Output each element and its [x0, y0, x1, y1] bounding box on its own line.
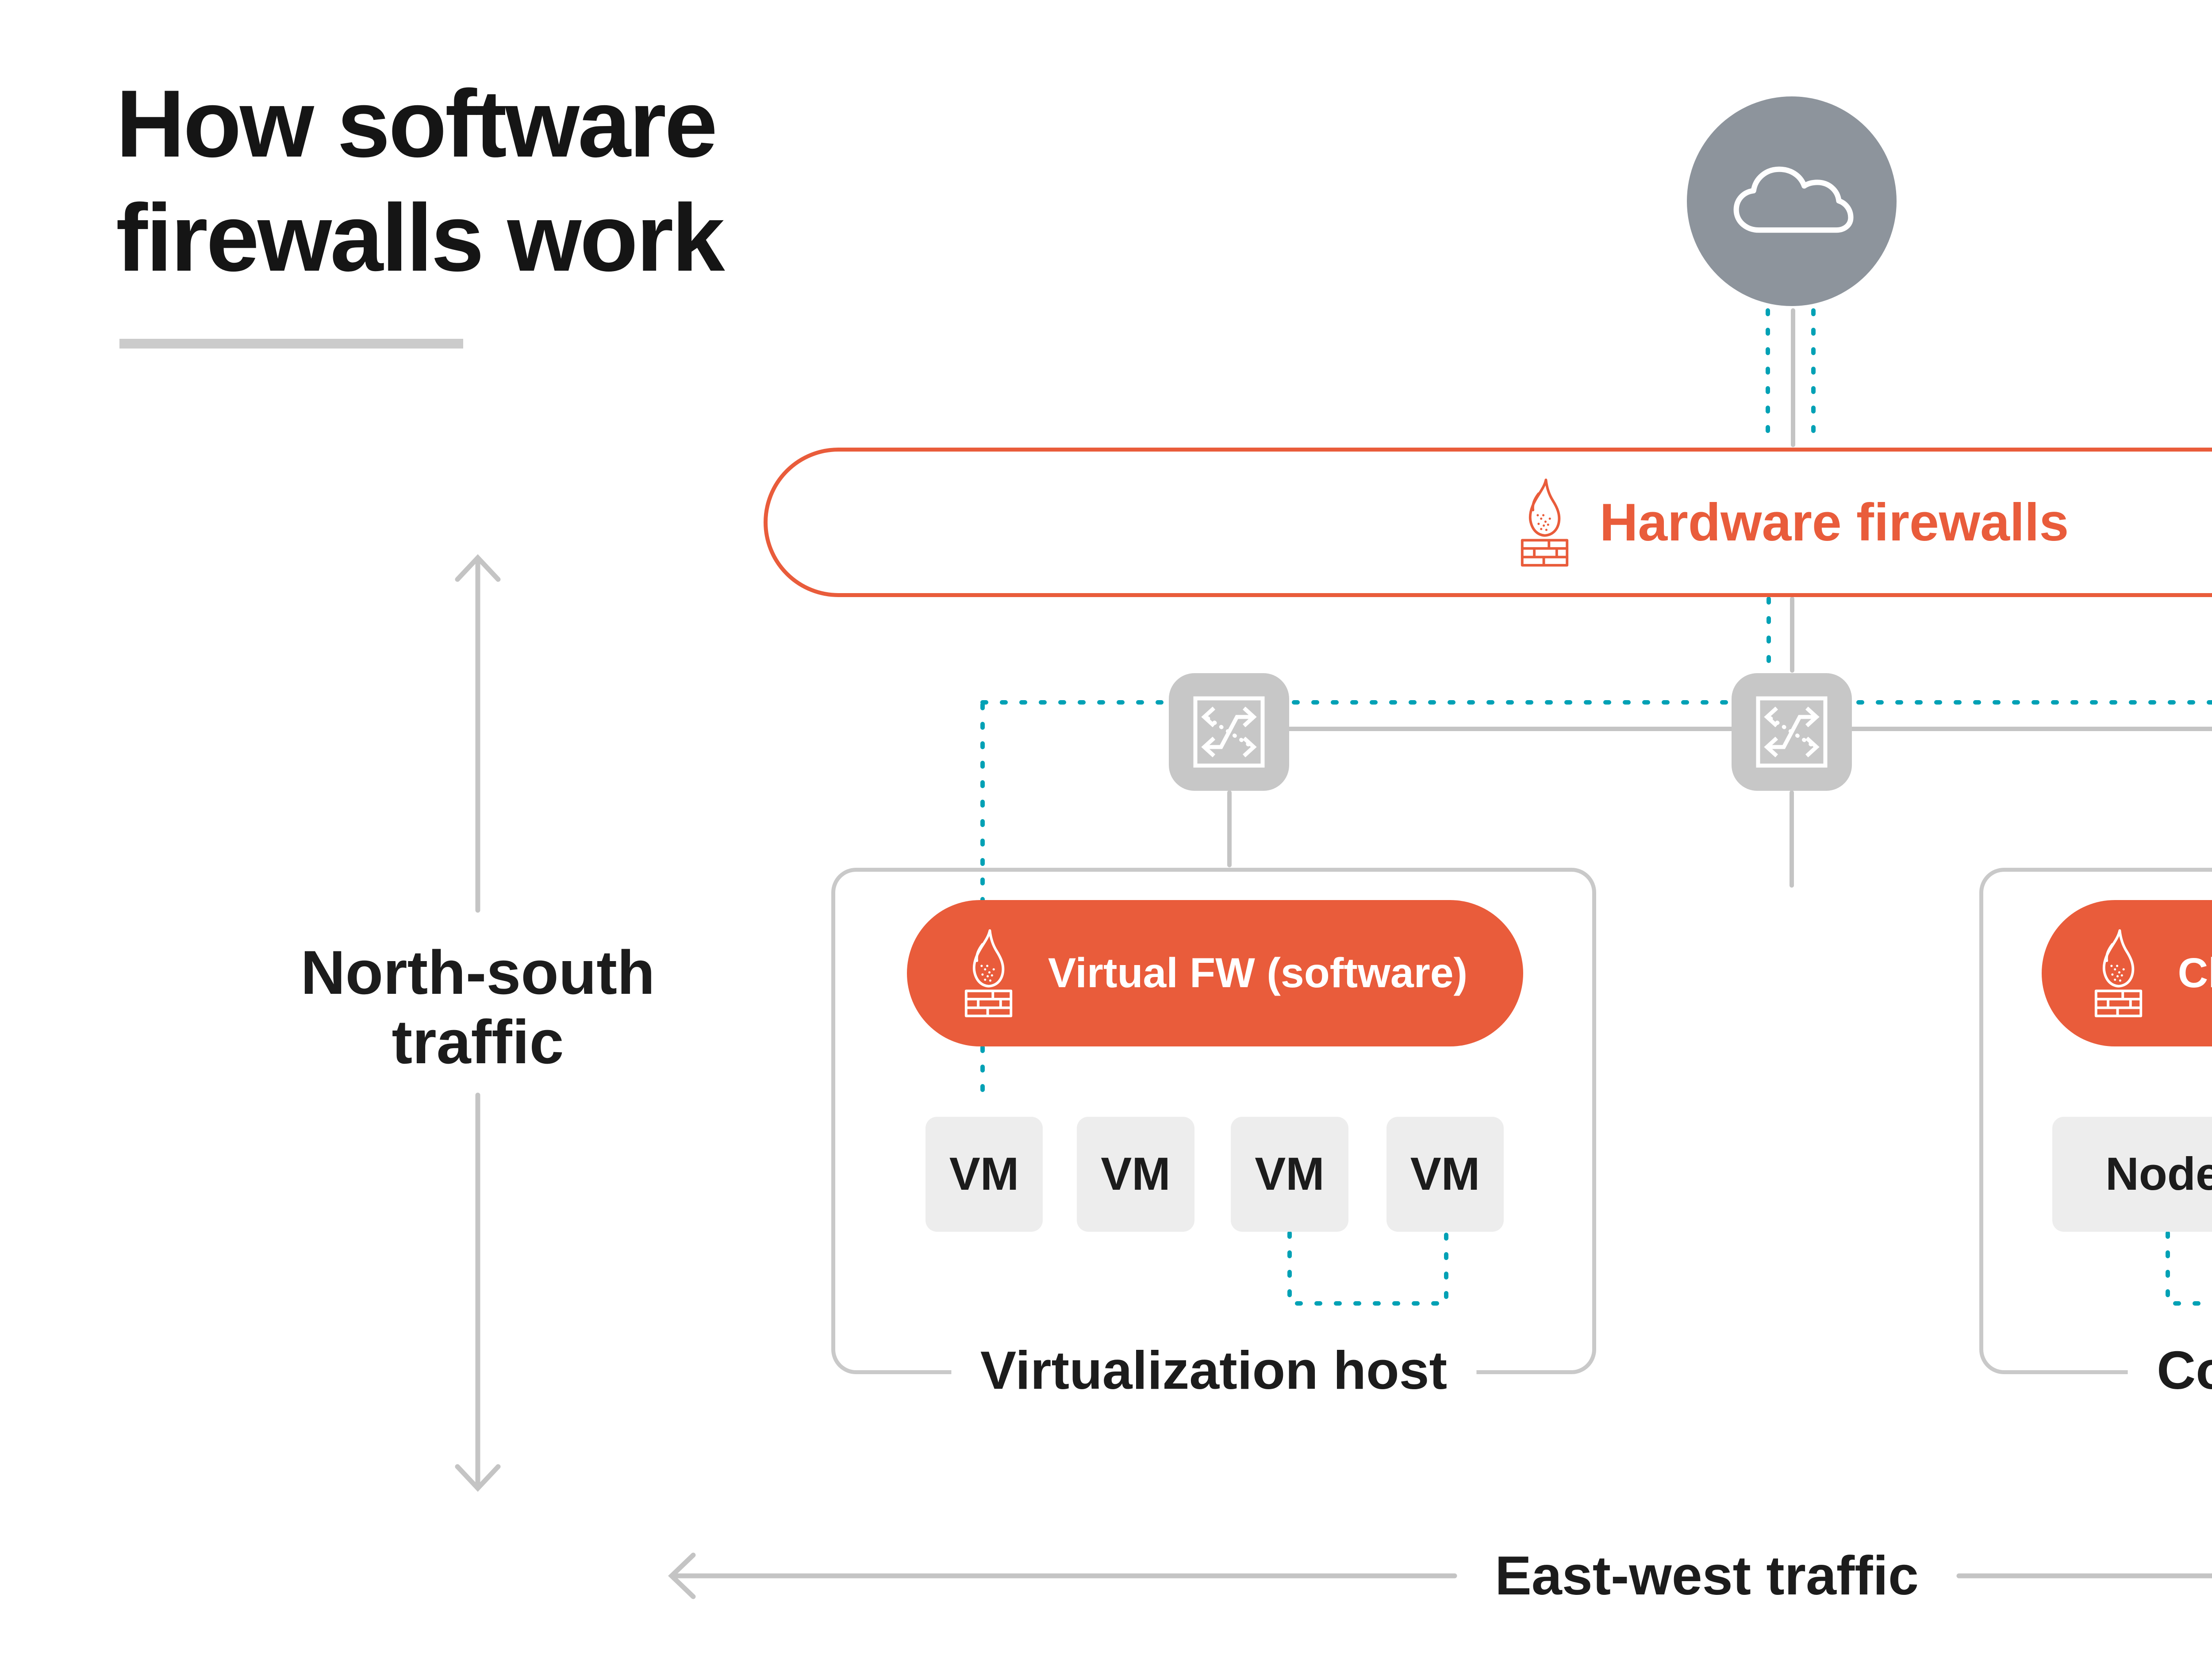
page-title-line2: firewalls work: [116, 184, 725, 291]
page-title: How software firewalls work: [116, 66, 725, 295]
container-host-label: Container host: [2128, 1333, 2212, 1407]
north-south-traffic-line1: North-south: [300, 938, 655, 1007]
east-west-arrow: [668, 1552, 2212, 1599]
vm-box-3: VM: [1231, 1117, 1348, 1232]
network-switch-left: [1169, 673, 1289, 791]
internet-cloud-badge: [1687, 96, 1897, 306]
vm-box-2: VM: [1077, 1117, 1194, 1232]
flame-brick-firewall-icon: [2093, 928, 2144, 1019]
page-title-line1: How software: [116, 70, 718, 177]
node-box-1: Node 1: [2052, 1117, 2212, 1232]
east-west-traffic-label: East-west traffic: [1495, 1545, 1919, 1606]
flame-brick-firewall-icon: [963, 928, 1014, 1019]
flame-brick-firewall-icon: [1519, 477, 1571, 568]
virtual-fw-pill: Virtual FW (software): [907, 900, 1523, 1046]
gray-links: [1227, 308, 2212, 888]
crossed-arrows-switch-icon: [1193, 696, 1265, 768]
virtualization-host-label: Virtualization host: [951, 1333, 1477, 1407]
north-south-traffic-line2: traffic: [392, 1007, 564, 1077]
hardware-firewalls-label: Hardware firewalls: [1599, 493, 2069, 552]
crossed-arrows-switch-icon: [1755, 696, 1828, 768]
cloud-icon: [1723, 160, 1860, 243]
vm-box-4: VM: [1386, 1117, 1504, 1232]
cluster-fw-label: Cluster FW (software): [2177, 950, 2212, 996]
north-south-arrow: [455, 554, 501, 1492]
hardware-firewalls-bar: Hardware firewalls: [764, 448, 2212, 597]
virtual-fw-label: Virtual FW (software): [1048, 950, 1468, 996]
cluster-fw-pill: Cluster FW (software): [2042, 900, 2212, 1046]
network-switch-middle: [1732, 673, 1852, 791]
title-divider: [119, 339, 463, 349]
north-south-traffic-label: North-south traffic: [168, 938, 787, 1077]
vm-box-1: VM: [926, 1117, 1043, 1232]
